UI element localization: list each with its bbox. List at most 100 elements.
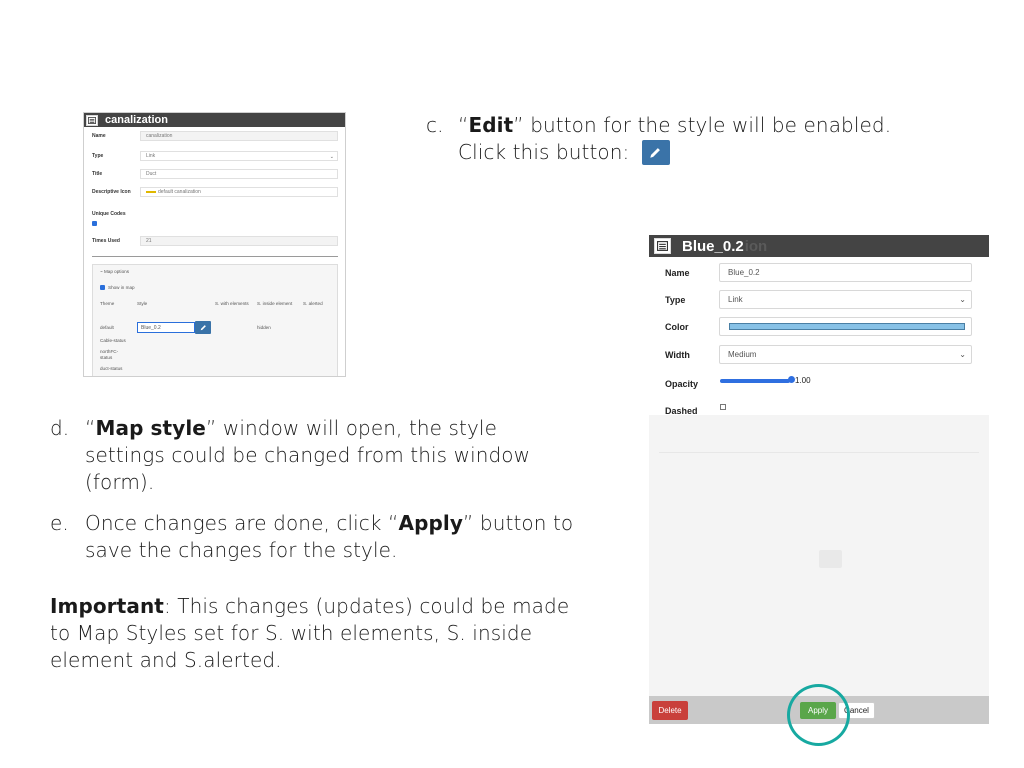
edit-style-button[interactable]	[195, 321, 211, 334]
step-c-text-1: button for the style will be enabled.	[523, 113, 892, 137]
map-options-header[interactable]: ~ Map options	[100, 269, 129, 274]
type-label: Type	[665, 295, 686, 305]
step-d-marker: d.	[50, 416, 70, 440]
name-value: Blue_0.2	[728, 268, 760, 277]
descriptive-icon-field[interactable]: default canalization	[140, 187, 338, 197]
step-e-text-1: Once changes are done, click “	[85, 511, 399, 535]
theme-cell: Cable-status	[100, 338, 126, 343]
title-field[interactable]: Duct	[140, 169, 338, 179]
step-e-marker: e.	[50, 511, 69, 535]
type-select[interactable]: Link ⌄	[719, 290, 972, 309]
type-label: Type	[92, 152, 104, 159]
step-d-quote-open: “	[85, 416, 96, 440]
canalization-screenshot: canalization Name canalization Type Link…	[83, 112, 346, 377]
type-select[interactable]: Link ⌄	[140, 151, 338, 161]
map-style-form: Name Blue_0.2 Type Link ⌄ Color Width Med…	[649, 257, 989, 416]
name-label: Name	[92, 132, 106, 139]
chevron-down-icon: ⌄	[959, 295, 966, 304]
map-style-header: Blue_0.2 ion	[649, 235, 989, 257]
step-d-quote-close: ”	[205, 416, 217, 440]
canalization-header: canalization	[84, 113, 345, 127]
width-value: Medium	[728, 350, 757, 359]
color-swatch	[729, 323, 965, 330]
important-keyword: Important	[50, 594, 164, 618]
step-c-marker: c.	[426, 113, 444, 137]
map-style-title: Blue_0.2	[682, 237, 744, 255]
important-text: : This changes (updates) could be made t…	[50, 594, 570, 672]
step-c-quote-close: ”	[513, 113, 524, 137]
style-table-header: Theme Style S. with elements S. inside e…	[100, 301, 323, 306]
delete-button[interactable]: Delete	[652, 701, 688, 720]
name-field[interactable]: Blue_0.2	[719, 263, 972, 282]
col-theme: Theme	[100, 301, 115, 306]
type-row: Type Link ⌄	[92, 151, 338, 161]
step-d-text: window will open, the style settings cou…	[85, 416, 531, 494]
col-style: Style	[137, 301, 148, 306]
faded-edit-button	[819, 550, 842, 568]
divider	[92, 256, 338, 257]
col-s-alerted: S. alerted	[303, 301, 323, 306]
step-e-text-2: ” button to save the changes for the sty…	[85, 511, 574, 562]
color-label: Color	[665, 322, 689, 332]
apply-highlight-circle	[787, 684, 850, 746]
opacity-slider-handle[interactable]	[788, 376, 795, 383]
unique-codes-checkbox[interactable]	[92, 221, 97, 226]
descriptive-icon-label: Descriptive Icon	[92, 188, 131, 195]
table-row: default hidden	[100, 325, 271, 330]
show-in-map-label: Show in map	[108, 285, 135, 290]
pencil-icon	[200, 325, 206, 331]
name-row: Name canalization	[92, 131, 338, 141]
table-row: Cable-status	[100, 338, 126, 343]
title-row: Title Duct	[92, 169, 338, 179]
show-in-map-row[interactable]: Show in map	[100, 285, 135, 290]
step-e: e. Once changes are done, click “Apply” …	[50, 510, 580, 564]
type-value: Link	[146, 153, 156, 159]
opacity-label: Opacity	[665, 379, 699, 389]
width-select[interactable]: Medium ⌄	[719, 345, 972, 364]
theme-cell: duct-status	[100, 366, 123, 371]
name-field[interactable]: canalization	[140, 131, 338, 141]
duct-line-icon	[146, 191, 156, 193]
type-value: Link	[728, 295, 743, 304]
unique-codes-label: Unique Codes	[92, 211, 126, 217]
form-icon	[86, 114, 98, 126]
opacity-slider[interactable]	[720, 379, 790, 383]
edit-button-sample	[641, 140, 670, 165]
color-picker[interactable]	[719, 317, 972, 336]
step-c-quote-open: “	[458, 113, 469, 137]
dashed-checkbox[interactable]	[720, 404, 726, 410]
name-label: Name	[665, 268, 690, 278]
chevron-down-icon: ⌄	[329, 154, 334, 160]
width-label: Width	[665, 350, 690, 360]
canalization-title: canalization	[105, 114, 168, 126]
opacity-value: 1.00	[795, 376, 811, 385]
title-label: Title	[92, 170, 103, 177]
col-s-inside-element: S. inside element	[257, 301, 293, 306]
map-style-title-ghost: ion	[744, 237, 768, 255]
apply-keyword: Apply	[398, 511, 464, 535]
descriptive-icon-value: default canalization	[158, 189, 201, 195]
step-c: c. “Edit” button for the style will be e…	[426, 112, 906, 166]
theme-cell: northFC-status	[100, 349, 119, 360]
form-icon	[654, 238, 671, 254]
table-row: duct-status	[100, 366, 122, 371]
unique-codes-row: Unique Codes	[92, 211, 338, 228]
times-used-label: Times Used	[92, 237, 120, 244]
descriptive-icon-row: Descriptive Icon default canalization	[92, 187, 338, 197]
important-note: Important: This changes (updates) could …	[50, 593, 580, 674]
times-used-row: Times Used 21	[92, 236, 338, 246]
edit-keyword: Edit	[468, 113, 514, 137]
step-c-text-2: Click this button:	[458, 140, 630, 164]
chevron-down-icon: ⌄	[959, 350, 966, 359]
step-d: d. “Map style” window will open, the sty…	[50, 415, 580, 496]
dashed-label: Dashed	[665, 406, 698, 416]
map-options-panel	[92, 264, 338, 376]
pencil-icon	[650, 148, 660, 158]
style-select[interactable]: Blue_0.2	[137, 322, 195, 333]
table-row: northFC-status	[100, 349, 120, 361]
col-s-with-elements: S. with elements	[215, 301, 249, 306]
inside-cell: hidden	[257, 325, 271, 330]
show-in-map-checkbox[interactable]	[100, 285, 105, 290]
faded-divider	[659, 452, 979, 453]
map-style-keyword: Map style	[95, 416, 206, 440]
